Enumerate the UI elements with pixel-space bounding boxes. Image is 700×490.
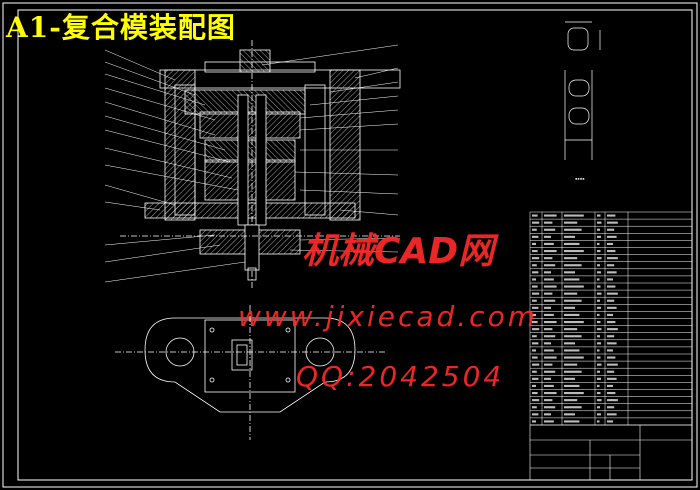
leader-lines-left bbox=[104, 49, 246, 283]
leader-lines-right bbox=[261, 44, 399, 253]
strip-note: ▪▪▪▪ bbox=[575, 176, 585, 181]
title-block bbox=[529, 424, 693, 481]
strip-layout-view bbox=[564, 21, 601, 160]
watermark-url: www.jixiecad.com bbox=[238, 300, 538, 333]
watermark-site-name: 机械CAD网 bbox=[302, 231, 495, 272]
drawing-title: A1-复合模装配图 bbox=[6, 11, 236, 44]
watermark-qq: QQ:2042504 bbox=[296, 360, 505, 393]
bill-of-materials-table bbox=[529, 211, 693, 426]
assembly-section-view bbox=[120, 40, 401, 290]
plan-view bbox=[115, 305, 385, 440]
